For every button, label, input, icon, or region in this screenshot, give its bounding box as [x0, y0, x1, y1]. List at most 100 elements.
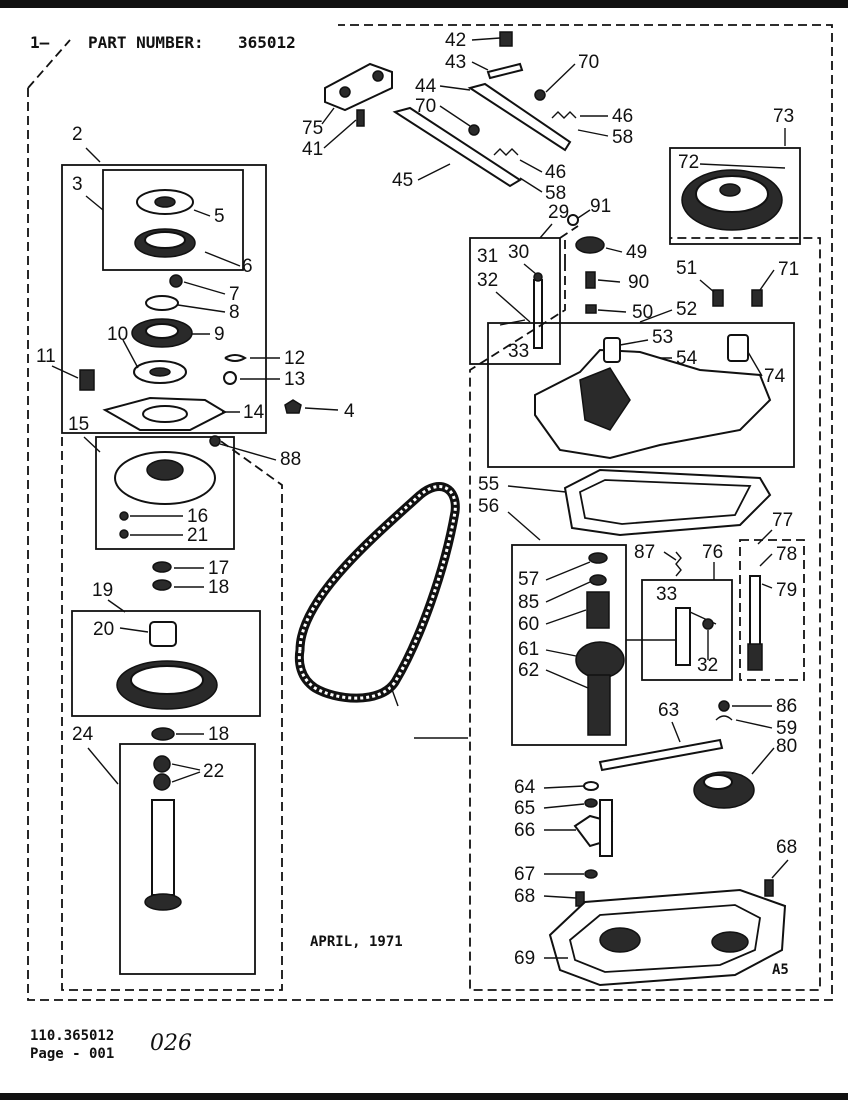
callout-8: 8 — [229, 302, 240, 323]
leader-28 — [389, 683, 399, 707]
callout-5: 5 — [214, 206, 225, 227]
callout-68-b: 68 — [776, 837, 797, 858]
callout-30: 30 — [508, 242, 529, 263]
callout-67: 67 — [514, 864, 535, 885]
part-50-washer — [585, 304, 597, 314]
part-63-arm — [598, 738, 724, 772]
leader-56 — [507, 511, 541, 541]
group-3-box — [102, 169, 244, 271]
leader-55 — [507, 485, 567, 493]
part-59-clip — [715, 715, 733, 721]
part-70-ring-a — [534, 89, 546, 101]
part-71-bolt — [751, 289, 763, 307]
callout-64: 64 — [514, 777, 536, 798]
callout-57: 57 — [518, 569, 539, 590]
callout-78: 78 — [776, 544, 797, 565]
lower-right-callouts: 86 59 63 80 64 65 66 67 68 68 69 — [514, 696, 797, 969]
part-17-ring — [152, 561, 172, 573]
part-6-face — [144, 231, 186, 249]
callout-70-a: 70 — [578, 52, 599, 73]
callout-29: 29 — [548, 202, 569, 223]
part-70-ring-b — [468, 124, 480, 136]
leader-72 — [699, 163, 786, 169]
callout-61: 61 — [518, 639, 539, 660]
callout-51: 51 — [676, 258, 697, 279]
part-number-label: PART NUMBER: — [88, 33, 204, 52]
part-32-nut — [702, 618, 714, 630]
callout-87: 87 — [634, 542, 655, 563]
part-20-bushing — [149, 621, 177, 647]
part-52-gear-case — [534, 348, 772, 460]
callout-85: 85 — [518, 592, 539, 613]
callout-65: 65 — [514, 798, 535, 819]
part-75-hole-b — [372, 70, 384, 82]
page-label: Page - 001 — [30, 1046, 114, 1062]
part-21-screw — [119, 529, 129, 539]
callout-56: 56 — [478, 496, 499, 517]
callout-43: 43 — [445, 52, 466, 73]
part-11-spring — [79, 369, 95, 391]
callout-45: 45 — [392, 170, 413, 191]
group-15-box — [95, 436, 235, 550]
callout-32-b: 32 — [697, 655, 718, 676]
part-69-base-case — [548, 888, 787, 987]
part-42-screw — [499, 31, 513, 47]
part-69-hub — [711, 931, 749, 953]
part-24-base — [144, 893, 182, 911]
callout-11: 11 — [36, 346, 56, 367]
part-46-spring-a — [551, 111, 577, 119]
group-77-box — [739, 539, 805, 681]
callout-68-a: 68 — [514, 886, 535, 907]
catalog-number: 110.365012 — [30, 1028, 114, 1044]
part-number-value: 365012 — [238, 33, 296, 52]
part-65-washer — [584, 798, 598, 808]
callout-77: 77 — [772, 510, 793, 531]
part-8-clip — [145, 295, 179, 311]
callout-12: 12 — [284, 348, 305, 369]
callout-76: 76 — [702, 542, 723, 563]
part-66-post — [599, 799, 613, 857]
group-56-leaders — [545, 561, 591, 689]
callout-72: 72 — [678, 152, 699, 173]
callout-13: 13 — [284, 369, 305, 390]
part-91-ring — [567, 214, 579, 226]
part-60-spring — [586, 591, 610, 629]
part-41-bolt — [356, 109, 365, 127]
group-77-callouts: 77 78 79 — [772, 510, 797, 601]
callout-24: 24 — [72, 724, 94, 745]
callout-70-b: 70 — [415, 96, 436, 117]
callout-52: 52 — [676, 299, 697, 320]
callout-2: 2 — [72, 124, 83, 145]
callout-55: 55 — [478, 474, 499, 495]
group-56-box — [511, 544, 627, 746]
part-12-clip — [224, 354, 247, 362]
callout-88: 88 — [280, 449, 301, 470]
part-55-gasket-inner — [578, 479, 752, 525]
part-80-face — [703, 774, 733, 790]
callout-63: 63 — [658, 700, 679, 721]
callout-50: 50 — [632, 302, 653, 323]
callout-86: 86 — [776, 696, 797, 717]
part-53-bushing — [603, 337, 621, 363]
handwritten-note: 026 — [150, 1031, 192, 1056]
part-5-hole — [154, 196, 176, 208]
top-leader-lines — [321, 37, 609, 193]
part-19-face — [130, 665, 204, 695]
part-15-hub — [146, 459, 184, 481]
group-19-box — [71, 610, 261, 717]
part-28-belt-inner — [297, 485, 457, 700]
callout-90: 90 — [628, 272, 649, 293]
part-85-ring — [589, 574, 607, 586]
part-67-ring — [584, 869, 598, 879]
callout-73: 73 — [773, 106, 794, 127]
callout-33: 33 — [508, 341, 529, 362]
part-45-lever — [392, 106, 522, 188]
header-code: 1— — [30, 33, 50, 52]
callout-79: 79 — [776, 580, 797, 601]
group-76-leaders — [626, 551, 715, 660]
part-14-hole — [142, 405, 188, 423]
part-22-bearing-top — [153, 755, 171, 773]
callout-14: 14 — [243, 402, 265, 423]
part-18-lower-ring — [151, 727, 175, 741]
part-69-inner — [568, 904, 761, 973]
